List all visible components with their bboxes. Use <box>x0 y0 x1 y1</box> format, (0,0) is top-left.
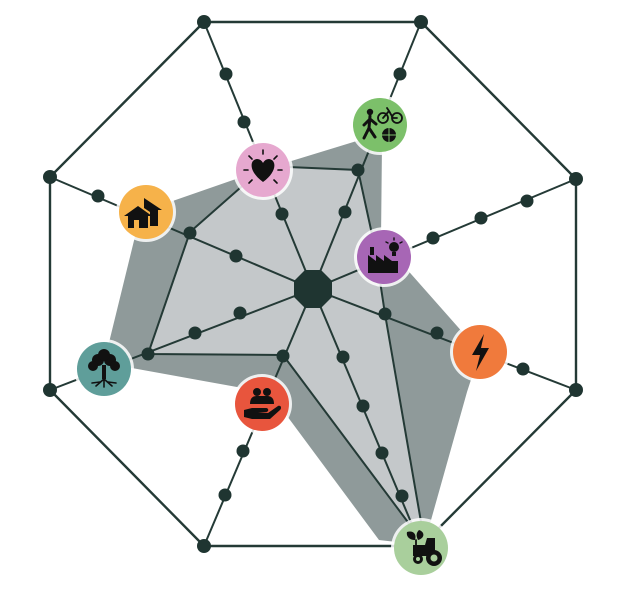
energy-marker <box>450 322 510 382</box>
heart-icon <box>243 149 283 184</box>
tree-icon <box>88 349 120 388</box>
spoke-dots <box>91 67 534 503</box>
lightning-icon <box>472 334 489 371</box>
factory-lightbulb-icon <box>368 237 403 273</box>
people-hand-icon <box>244 388 282 419</box>
tractor-plant-icon <box>406 530 442 566</box>
housing-marker <box>116 182 176 242</box>
health-wellbeing-marker <box>233 140 293 200</box>
agriculture-marker <box>391 518 451 578</box>
center-hub <box>294 270 332 308</box>
active-mobility-marker <box>350 95 410 155</box>
pedestrian-bicycle-ball-icon <box>362 107 403 142</box>
frame-vertices <box>43 15 583 553</box>
community-marker <box>232 374 292 434</box>
industry-innovation-marker <box>354 227 414 287</box>
nature-marker <box>74 339 134 399</box>
houses-icon <box>124 198 162 228</box>
